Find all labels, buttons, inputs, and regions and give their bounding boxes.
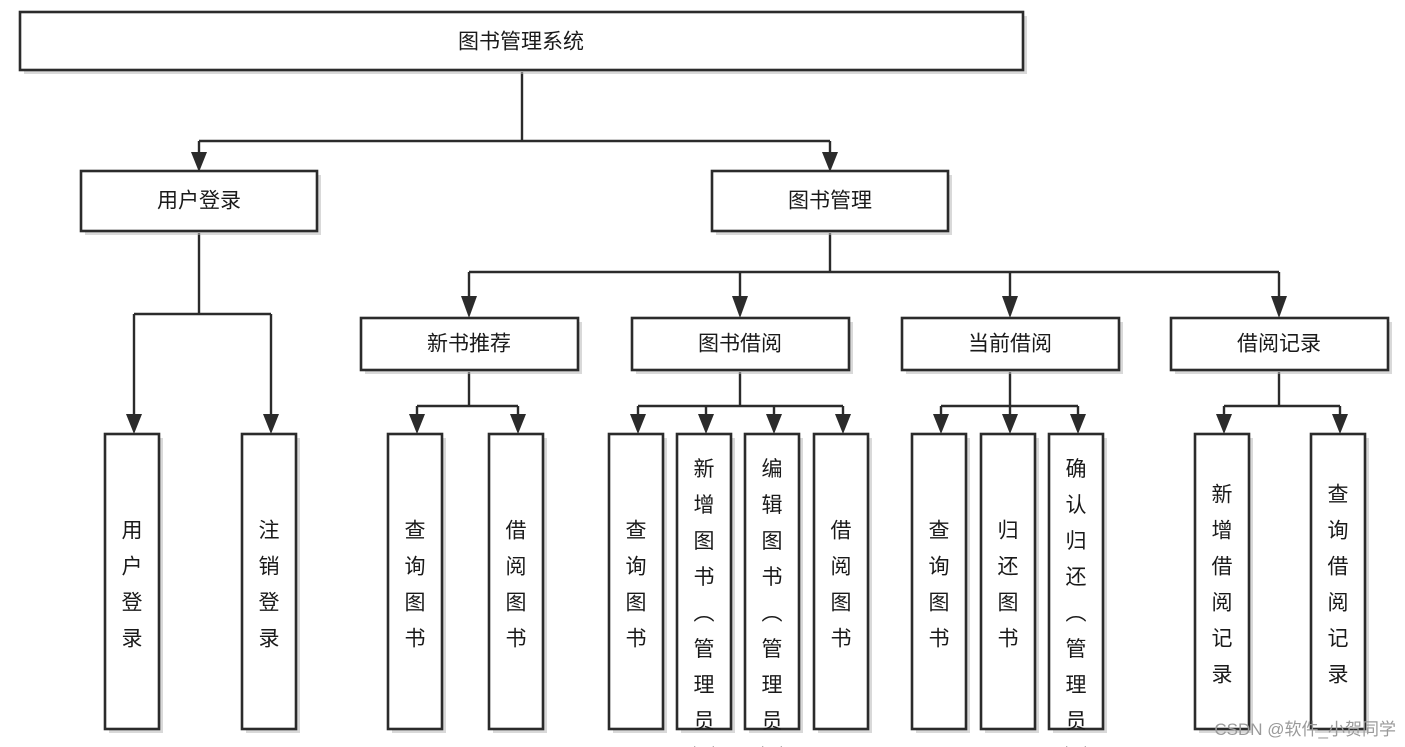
arrow-leaf-query-record — [1332, 414, 1348, 434]
leaf-query-book-2-label: 查询图书 — [626, 520, 647, 651]
arrow-leaf-borrow-book-1 — [510, 414, 526, 434]
root-label: 图书管理系统 — [458, 31, 584, 54]
leaf-edit-book-label: 编辑图书︵管理员︶ — [762, 458, 783, 747]
arrow-leaf-edit-book — [766, 414, 782, 434]
node-user-login[interactable]: 用户登录 — [79, 169, 321, 235]
leaf-query-book-3-label: 查询图书 — [929, 520, 950, 651]
book-borrow-label: 图书借阅 — [698, 333, 782, 356]
leaf-node-query-book-2[interactable]: 查询图书 — [607, 432, 667, 733]
leaf-node-return-book[interactable]: 归还图书 — [979, 432, 1039, 733]
current-borrow-box[interactable] — [900, 316, 1121, 372]
leaf-borrow-book-2-box[interactable] — [812, 432, 870, 731]
leaf-node-user-logout[interactable]: 注销登录 — [240, 432, 300, 733]
leaf-return-book-label: 归还图书 — [998, 520, 1019, 651]
borrow-record-label: 借阅记录 — [1237, 333, 1321, 356]
leaf-query-book-1-box[interactable] — [386, 432, 444, 731]
leaf-node-add-record[interactable]: 新增借阅记录 — [1193, 432, 1253, 733]
arrow-new-book-rec — [461, 296, 477, 318]
arrow-leaf-confirm-return — [1070, 414, 1086, 434]
arrow-user-login — [191, 152, 207, 172]
node-book-borrow[interactable]: 图书借阅 — [630, 316, 853, 374]
leaf-user-login-label: 用户登录 — [122, 520, 143, 651]
leaf-borrow-book-1-label: 借阅图书 — [506, 520, 527, 651]
leaf-node-confirm-return[interactable]: 确认归还︵管理员︶ — [1047, 432, 1107, 747]
leaf-user-login-box[interactable] — [103, 432, 161, 731]
connector-layer — [126, 72, 1348, 434]
leaf-return-book-box[interactable] — [979, 432, 1037, 731]
leaf-add-book-label: 新增图书︵管理员︶ — [694, 458, 715, 747]
book-manage-box[interactable] — [710, 169, 950, 233]
arrow-book-manage — [822, 152, 838, 172]
leaf-node-add-book[interactable]: 新增图书︵管理员︶ — [675, 432, 735, 747]
arrow-book-borrow — [732, 296, 748, 318]
leaf-node-borrow-book-1[interactable]: 借阅图书 — [487, 432, 547, 733]
node-book-manage[interactable]: 图书管理 — [710, 169, 952, 235]
leaf-node-user-login[interactable]: 用户登录 — [103, 432, 163, 733]
leaf-query-book-2-box[interactable] — [607, 432, 665, 731]
leaf-user-logout-box[interactable] — [240, 432, 298, 731]
leaf-borrow-book-1-box[interactable] — [487, 432, 545, 731]
arrow-leaf-add-record — [1216, 414, 1232, 434]
csdn-watermark: CSDN @软件_小贺同学 — [1214, 720, 1396, 739]
leaf-node-query-book-1[interactable]: 查询图书 — [386, 432, 446, 733]
leaf-add-book-box[interactable] — [675, 432, 733, 731]
node-current-borrow[interactable]: 当前借阅 — [900, 316, 1123, 374]
arrow-leaf-return-book — [1002, 414, 1018, 434]
arrow-leaf-borrow-book-2 — [835, 414, 851, 434]
arrow-leaf-user-logout — [263, 414, 279, 434]
leaf-add-record-label: 新增借阅记录 — [1212, 484, 1233, 687]
node-root[interactable]: 图书管理系统 — [18, 10, 1027, 74]
arrow-leaf-query-book-3 — [933, 414, 949, 434]
root-box[interactable] — [18, 10, 1025, 72]
book-manage-label: 图书管理 — [788, 190, 872, 213]
node-borrow-record[interactable]: 借阅记录 — [1169, 316, 1392, 374]
leaf-confirm-return-box[interactable] — [1047, 432, 1105, 731]
current-borrow-label: 当前借阅 — [968, 333, 1052, 356]
leaf-query-record-label: 查询借阅记录 — [1328, 484, 1349, 687]
leaf-user-logout-label: 注销登录 — [259, 520, 280, 651]
arrow-leaf-query-book-1 — [409, 414, 425, 434]
user-login-label: 用户登录 — [157, 190, 241, 213]
arrow-leaf-add-book — [698, 414, 714, 434]
leaf-node-query-book-3[interactable]: 查询图书 — [910, 432, 970, 733]
leaf-query-book-1-label: 查询图书 — [405, 520, 426, 651]
new-book-rec-box[interactable] — [359, 316, 580, 372]
node-new-book-rec[interactable]: 新书推荐 — [359, 316, 582, 374]
leaf-borrow-book-2-label: 借阅图书 — [831, 520, 852, 651]
arrow-leaf-user-login — [126, 414, 142, 434]
leaf-nodes-layer: 用户登录 注销登录 查询图书 借阅图书 查询图书 — [103, 432, 1369, 747]
leaf-add-record-box[interactable] — [1193, 432, 1251, 731]
book-borrow-box[interactable] — [630, 316, 851, 372]
user-login-box[interactable] — [79, 169, 319, 233]
leaf-node-query-record[interactable]: 查询借阅记录 — [1309, 432, 1369, 733]
borrow-record-box[interactable] — [1169, 316, 1390, 372]
leaf-node-borrow-book-2[interactable]: 借阅图书 — [812, 432, 872, 733]
arrow-borrow-record — [1271, 296, 1287, 318]
new-book-rec-label: 新书推荐 — [427, 333, 511, 356]
leaf-query-book-3-box[interactable] — [910, 432, 968, 731]
arrow-current-borrow — [1002, 296, 1018, 318]
leaf-query-record-box[interactable] — [1309, 432, 1367, 731]
arrow-leaf-query-book-2 — [630, 414, 646, 434]
leaf-node-edit-book[interactable]: 编辑图书︵管理员︶ — [743, 432, 803, 747]
leaf-edit-book-box[interactable] — [743, 432, 801, 731]
